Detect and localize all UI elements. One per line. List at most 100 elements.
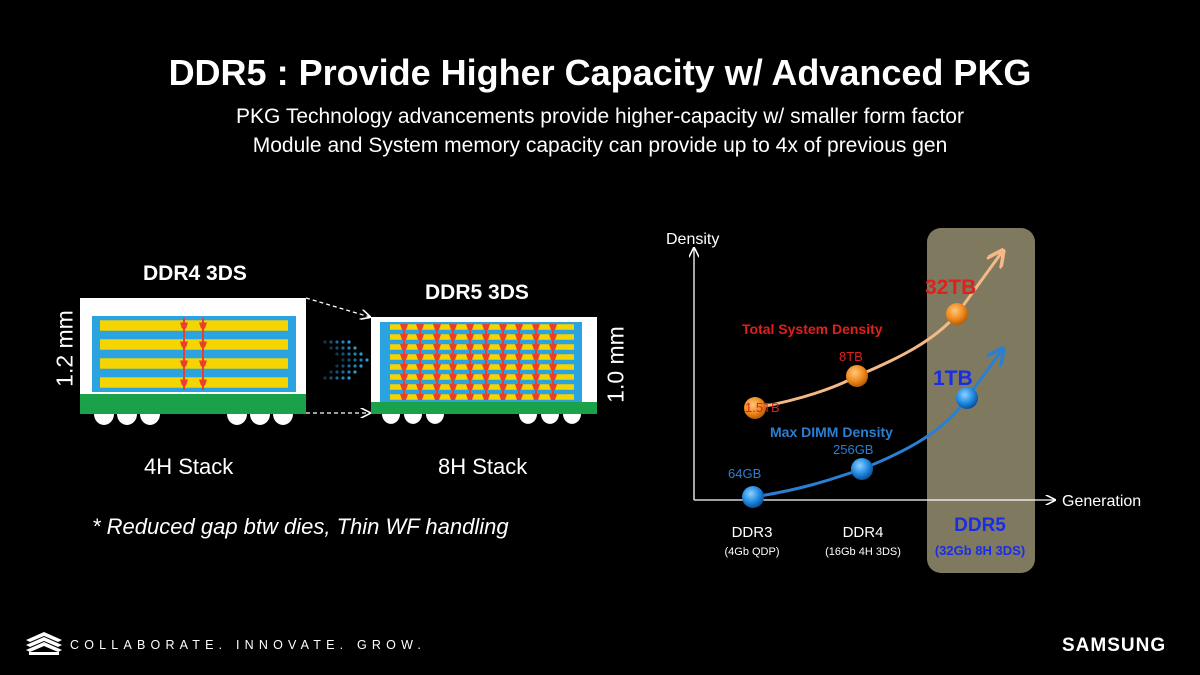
micro-bump <box>180 341 188 348</box>
tsv-via <box>183 318 185 390</box>
micro-bump <box>400 324 408 330</box>
micro-bump <box>499 364 507 370</box>
ddr4-solder-balls <box>94 414 293 425</box>
page-title: DDR5 : Provide Higher Capacity w/ Advanc… <box>168 52 1032 93</box>
micro-bump <box>549 324 557 330</box>
tsv-via <box>535 324 537 400</box>
chevron-dot <box>341 370 345 374</box>
tsv-via <box>419 324 421 400</box>
gen-ddr3-detail: (4Gb QDP) <box>724 546 779 558</box>
chevron-dot <box>341 364 345 368</box>
ddr4-die <box>100 320 288 331</box>
micro-bump <box>482 394 490 400</box>
chevron-dot <box>359 358 363 362</box>
micro-bump <box>499 324 507 330</box>
chevron-dot <box>347 358 351 362</box>
value-dimm-ddr3: 64GB <box>728 466 761 481</box>
point-ddr3-dimm <box>742 486 764 508</box>
micro-bump <box>466 364 474 370</box>
point-ddr3-total <box>744 397 766 419</box>
micro-bump <box>499 374 507 380</box>
micro-bump <box>433 344 441 350</box>
chevron-dot <box>365 358 369 362</box>
micro-bump <box>515 334 523 340</box>
ddr5-die <box>390 354 574 360</box>
micro-bump <box>416 384 424 390</box>
micro-bump <box>532 394 540 400</box>
chevron-dot <box>323 376 327 380</box>
micro-bump <box>549 384 557 390</box>
ddr5-dies <box>390 324 574 400</box>
value-total-ddr3: 1.5TB <box>745 400 780 415</box>
subtitle-line-1: PKG Technology advancements provide high… <box>236 105 964 128</box>
micro-bump <box>515 364 523 370</box>
ddr5-die <box>390 384 574 390</box>
micro-bump <box>532 324 540 330</box>
ddr4-die <box>100 339 288 350</box>
micro-bump <box>449 324 457 330</box>
micro-bump <box>532 344 540 350</box>
micro-bump <box>433 394 441 400</box>
chevron-dot <box>347 370 351 374</box>
tsv-via <box>469 324 471 400</box>
chevron-dot <box>347 352 351 356</box>
micro-bump <box>449 364 457 370</box>
micro-bump <box>416 334 424 340</box>
micro-bump <box>466 324 474 330</box>
micro-bump <box>400 394 408 400</box>
solder-ball <box>541 414 559 424</box>
chevron-dot <box>335 352 339 356</box>
micro-bump <box>499 344 507 350</box>
tsv-via <box>502 324 504 400</box>
tsv-via <box>202 318 204 390</box>
point-ddr5-dimm <box>956 387 978 409</box>
tsv-via <box>436 324 438 400</box>
micro-bump <box>499 354 507 360</box>
micro-bump <box>532 374 540 380</box>
solder-ball <box>140 414 160 425</box>
solder-ball <box>426 414 444 424</box>
solder-ball <box>94 414 114 425</box>
chevron-dot <box>353 346 357 350</box>
micro-bump <box>199 360 207 367</box>
point-ddr4-total <box>846 365 868 387</box>
footnote: * Reduced gap btw dies, Thin WF handling <box>92 514 509 539</box>
chevron-dot <box>347 364 351 368</box>
chevron-dot <box>341 340 345 344</box>
solder-ball <box>117 414 137 425</box>
micro-bump <box>449 374 457 380</box>
chevron-dot <box>353 364 357 368</box>
micro-bump <box>180 322 188 329</box>
micro-bump <box>400 374 408 380</box>
ddr4-die <box>100 377 288 388</box>
ddr5-title: DDR5 3DS <box>425 281 529 304</box>
micro-bump <box>466 394 474 400</box>
chevron-dot <box>347 376 351 380</box>
chevron-dot <box>335 346 339 350</box>
samsung-logo: SAMSUNG <box>1062 635 1167 656</box>
micro-bump <box>499 394 507 400</box>
solder-ball <box>250 414 270 425</box>
ddr4-title: DDR4 3DS <box>143 262 247 285</box>
ddr5-die <box>390 364 574 370</box>
micro-bump <box>180 379 188 386</box>
micro-bump <box>532 354 540 360</box>
ddr4-substrate <box>80 394 306 414</box>
ddr5-stack-label: 8H Stack <box>438 454 528 479</box>
chevron-dot <box>347 346 351 350</box>
micro-bump <box>199 379 207 386</box>
micro-bump <box>482 334 490 340</box>
micro-bump <box>400 354 408 360</box>
chevron-dot <box>341 358 345 362</box>
series-label-total: Total System Density <box>742 321 883 337</box>
micro-bump <box>449 354 457 360</box>
gen-ddr5-name: DDR5 <box>954 515 1006 536</box>
chevron-dot <box>359 364 363 368</box>
value-total-ddr5: 32TB <box>925 276 976 299</box>
chevron-dot <box>335 370 339 374</box>
ddr5-die <box>390 374 574 380</box>
micro-bump <box>515 394 523 400</box>
micro-bump <box>482 374 490 380</box>
solder-ball <box>404 414 422 424</box>
micro-bump <box>433 364 441 370</box>
